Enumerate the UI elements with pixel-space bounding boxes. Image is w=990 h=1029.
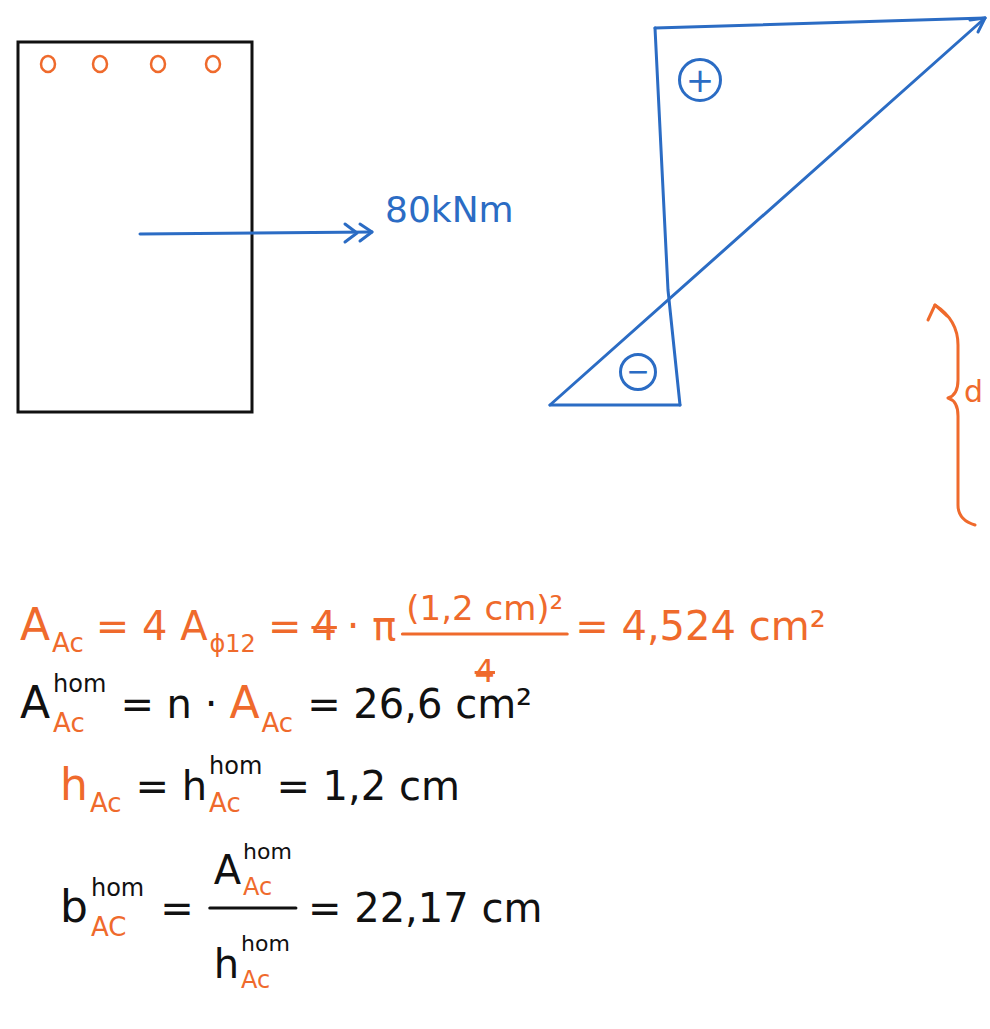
- formula-text: A: [20, 603, 50, 647]
- formula-text: =: [160, 888, 194, 928]
- denominator: 4: [475, 655, 495, 687]
- formula-text: = 1,2 cm: [276, 766, 460, 806]
- rebar-circle: [206, 56, 220, 72]
- subscript: AC: [91, 914, 126, 940]
- circle-stroke: [621, 355, 656, 390]
- sign-text: +: [686, 63, 715, 97]
- formula-text: A: [229, 681, 259, 725]
- formula-text: h: [60, 763, 88, 807]
- subscript: Ac: [262, 710, 294, 736]
- circle-stroke: [680, 60, 721, 101]
- formula-text: = h: [136, 766, 208, 806]
- beam-section: [18, 42, 252, 412]
- moment-value: 80kNm: [385, 192, 514, 228]
- formula-text: = 26,6 cm²: [307, 684, 532, 724]
- sign-circle: −: [619, 353, 657, 391]
- bracket-curve: [935, 305, 975, 525]
- moment-head: [345, 224, 357, 242]
- rebar-circle: [41, 56, 55, 72]
- rebar-group: [41, 56, 220, 72]
- depth-bracket: [928, 305, 975, 525]
- formula-text: = 22,17 cm: [308, 888, 542, 928]
- fraction-bars: [210, 634, 567, 908]
- superscript: hom: [53, 672, 106, 696]
- subscript: Ac: [209, 790, 241, 816]
- fraction-bar: [210, 907, 296, 910]
- formula-text: =: [268, 606, 302, 646]
- numerator: (1,2 cm)²: [406, 591, 563, 625]
- moment-head: [360, 224, 372, 241]
- subscript: Ac: [90, 790, 122, 816]
- sign-text: −: [626, 358, 649, 386]
- rebar-circle: [151, 56, 165, 72]
- formula-text: = 4,524 cm²: [575, 606, 825, 646]
- subscript: Ac: [243, 875, 272, 899]
- stress-tip: [970, 18, 985, 32]
- moment-vector: [140, 224, 372, 242]
- fraction-bar: [402, 633, 567, 636]
- formula-text: · π: [347, 606, 397, 646]
- formula-text: = n ·: [120, 684, 217, 724]
- subscript: ϕ12: [210, 632, 256, 656]
- superscript: hom: [209, 754, 262, 778]
- stress-line: [550, 18, 985, 405]
- formula-text: 4: [311, 606, 336, 646]
- bracket-arrow: [928, 305, 947, 320]
- superscript: hom: [241, 933, 290, 955]
- dimension-label: d: [964, 377, 983, 407]
- sign-circle: +: [678, 58, 722, 102]
- subscript: Ac: [241, 968, 270, 992]
- moment-shaft: [140, 232, 372, 234]
- superscript: hom: [91, 876, 144, 900]
- superscript: hom: [243, 841, 292, 863]
- formula-text: = 4 A: [96, 606, 208, 646]
- subscript: Ac: [52, 630, 84, 656]
- denominator: h: [214, 944, 239, 984]
- numerator: A: [214, 850, 241, 890]
- stress-diagram: [550, 18, 985, 405]
- rebar-circle: [93, 56, 107, 72]
- formula-text: A: [20, 681, 50, 725]
- stress-axis: [655, 28, 680, 405]
- stress-bottom: [550, 404, 680, 407]
- formula-text: b: [60, 885, 88, 929]
- subscript: Ac: [53, 710, 85, 736]
- stress-top: [655, 18, 985, 28]
